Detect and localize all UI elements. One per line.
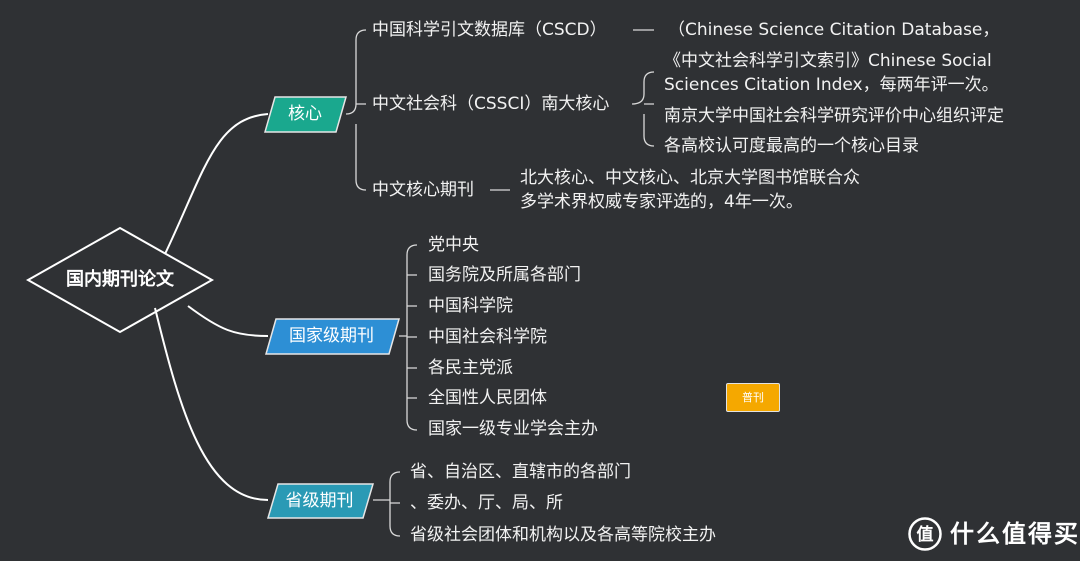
provincial-item[interactable]: 省、自治区、直辖市的各部门 — [410, 462, 631, 482]
branch-national-shape — [265, 318, 400, 355]
connector-root-national — [187, 305, 269, 337]
core-journal-note-line-1: 北大核心、中文核心、北京大学图书馆联合众 — [520, 168, 860, 188]
national-item[interactable]: 党中央 — [428, 235, 479, 255]
brand-watermark: 值 什么值得买 — [908, 517, 1078, 551]
cssci-note-3: 各高校认可度最高的一个核心目录 — [664, 136, 919, 156]
brand-name: 什么值得买 — [950, 520, 1080, 548]
branch-provincial-shape — [266, 483, 375, 519]
cssci-note-1-line-2: Sciences Citation Index，每两年评一次。 — [664, 75, 999, 95]
core-item-cssci[interactable]: 中文社会科（CSSCI）南大核心 — [372, 94, 610, 114]
national-item[interactable]: 国务院及所属各部门 — [428, 265, 581, 285]
branch-provincial[interactable]: 省级期刊 — [285, 491, 354, 511]
branch-national[interactable]: 国家级期刊 — [289, 326, 374, 346]
national-item[interactable]: 中国科学院 — [428, 296, 513, 316]
cssci-note-2: 南京大学中国社会科学研究评价中心组织评定 — [664, 106, 1004, 126]
national-item[interactable]: 国家一级专业学会主办 — [428, 419, 598, 439]
svg-text:值: 值 — [917, 524, 934, 545]
core-item-cscd[interactable]: 中国科学引文数据库（CSCD） — [372, 20, 607, 40]
bracket-provincial — [373, 471, 401, 537]
branch-core-shape — [264, 96, 347, 133]
zhi-logo-icon: 值 — [908, 517, 942, 551]
provincial-item[interactable]: 省级社会团体和机构以及各高等院校主办 — [410, 525, 716, 545]
root-node-label: 国内期刊论文 — [66, 269, 174, 290]
branch-core[interactable]: 核心 — [288, 104, 322, 124]
bracket-core — [345, 29, 367, 191]
bracket-cssci — [631, 71, 655, 147]
national-item[interactable]: 各民主党派 — [428, 358, 513, 378]
connector-root-core — [164, 113, 269, 255]
national-item[interactable]: 中国社会科学院 — [428, 327, 547, 347]
core-item-core-journal[interactable]: 中文核心期刊 — [372, 180, 474, 200]
connector-root-provincial — [154, 307, 269, 501]
core-journal-note-line-2: 多学术界权威专家评选的，4年一次。 — [520, 192, 803, 212]
provincial-item[interactable]: 、委办、厅、局、所 — [410, 493, 563, 513]
bracket-national — [399, 244, 418, 431]
cscd-note: （Chinese Science Citation Database， — [668, 20, 1000, 40]
general-journal-badge[interactable]: 普刊 — [726, 383, 780, 412]
cssci-note-1-line-1: 《中文社会科学引文索引》Chinese Social — [664, 51, 992, 71]
national-item[interactable]: 全国性人民团体 — [428, 388, 547, 408]
